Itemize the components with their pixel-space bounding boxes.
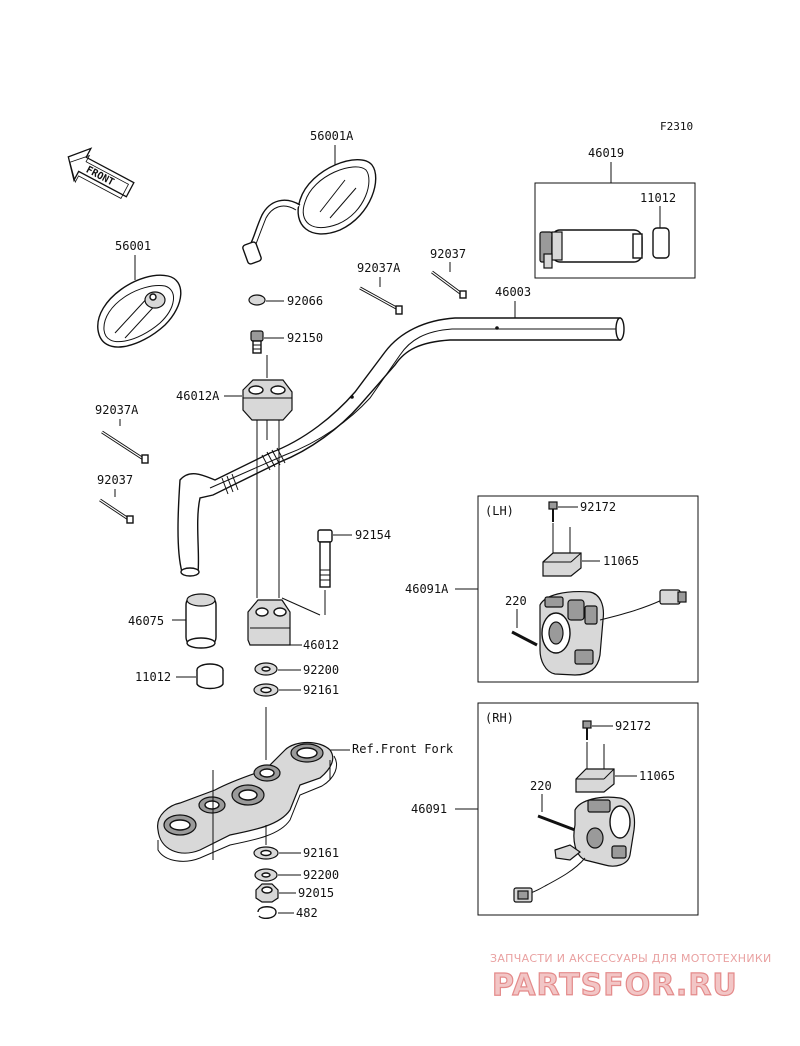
- callout-92161-bottom: 92161: [303, 846, 339, 860]
- callout-46019: 46019: [588, 146, 624, 160]
- callout-11065-lh: 11065: [603, 554, 639, 568]
- callout-92200-top: 92200: [303, 663, 339, 677]
- cap-92066: [248, 294, 266, 306]
- callout-92150: 92150: [287, 331, 323, 345]
- callout-220-lh: 220: [505, 594, 527, 608]
- rh-label: (RH): [485, 711, 514, 725]
- callout-92037-top: 92037: [430, 247, 466, 261]
- plate-11065-lh: [542, 552, 582, 577]
- callout-92037A-top: 92037A: [357, 261, 401, 275]
- screw-92172-rh: [582, 720, 592, 740]
- bolt-92154: [317, 529, 333, 588]
- callout-92154: 92154: [355, 528, 391, 542]
- watermark-logo: PARTSFOR.RU: [492, 968, 738, 1003]
- grip-46075: [185, 593, 217, 649]
- callout-92015: 92015: [298, 886, 334, 900]
- callout-11012: 11012: [135, 670, 171, 684]
- clip-482: [257, 906, 277, 920]
- holder-upper-46012A: [242, 379, 293, 421]
- lh-switch-housing: [511, 589, 687, 676]
- callout-92172-rh: 92172: [615, 719, 651, 733]
- callout-92037A-left: 92037A: [95, 403, 139, 417]
- watermark-line1: ЗАПЧАСТИ И АКСЕССУАРЫ ДЛЯ МОТОТЕХНИКИ: [490, 952, 772, 965]
- mirror-left: [97, 274, 182, 348]
- callout-46003: 46003: [495, 285, 531, 299]
- callout-56001A: 56001A: [310, 129, 354, 143]
- rh-switch-housing: [513, 796, 636, 903]
- front-arrow-icon: FRONT: [67, 147, 135, 199]
- wire-92037A-top: [359, 286, 403, 315]
- wire-92037A-left: [101, 430, 149, 464]
- callout-482: 482: [296, 906, 318, 920]
- callout-92172-lh: 92172: [580, 500, 616, 514]
- figure-code: F2310: [660, 120, 693, 133]
- screw-92172-lh: [548, 501, 558, 522]
- callout-46012A: 46012A: [176, 389, 220, 403]
- callout-46091A: 46091A: [405, 582, 449, 596]
- mirror-right: [242, 159, 377, 265]
- grip-cap-11012: [196, 663, 224, 690]
- wire-92037-top: [431, 270, 467, 299]
- nut-92015: [255, 883, 279, 903]
- wire-92037-left: [99, 498, 134, 524]
- bolt-92150: [250, 330, 264, 354]
- upper-triple-clamp: [157, 741, 337, 862]
- callout-220-rh: 220: [530, 779, 552, 793]
- callout-46012: 46012: [303, 638, 339, 652]
- handlebar: [177, 317, 625, 577]
- callout-ref-front-fork: Ref.Front Fork: [352, 742, 454, 756]
- callout-46091: 46091: [411, 802, 447, 816]
- callout-11065-rh: 11065: [639, 769, 675, 783]
- callout-92161-top: 92161: [303, 683, 339, 697]
- plate-11065-rh: [575, 768, 615, 793]
- callout-92037-left: 92037: [97, 473, 133, 487]
- callout-11012-top: 11012: [640, 191, 676, 205]
- callout-46075: 46075: [128, 614, 164, 628]
- lh-label: (LH): [485, 504, 514, 518]
- holder-lower-46012: [247, 599, 291, 646]
- callout-92200-bottom: 92200: [303, 868, 339, 882]
- callout-92066: 92066: [287, 294, 323, 308]
- throttle-grip: [539, 227, 670, 269]
- switch-kit-box: [534, 182, 696, 279]
- callout-56001: 56001: [115, 239, 151, 253]
